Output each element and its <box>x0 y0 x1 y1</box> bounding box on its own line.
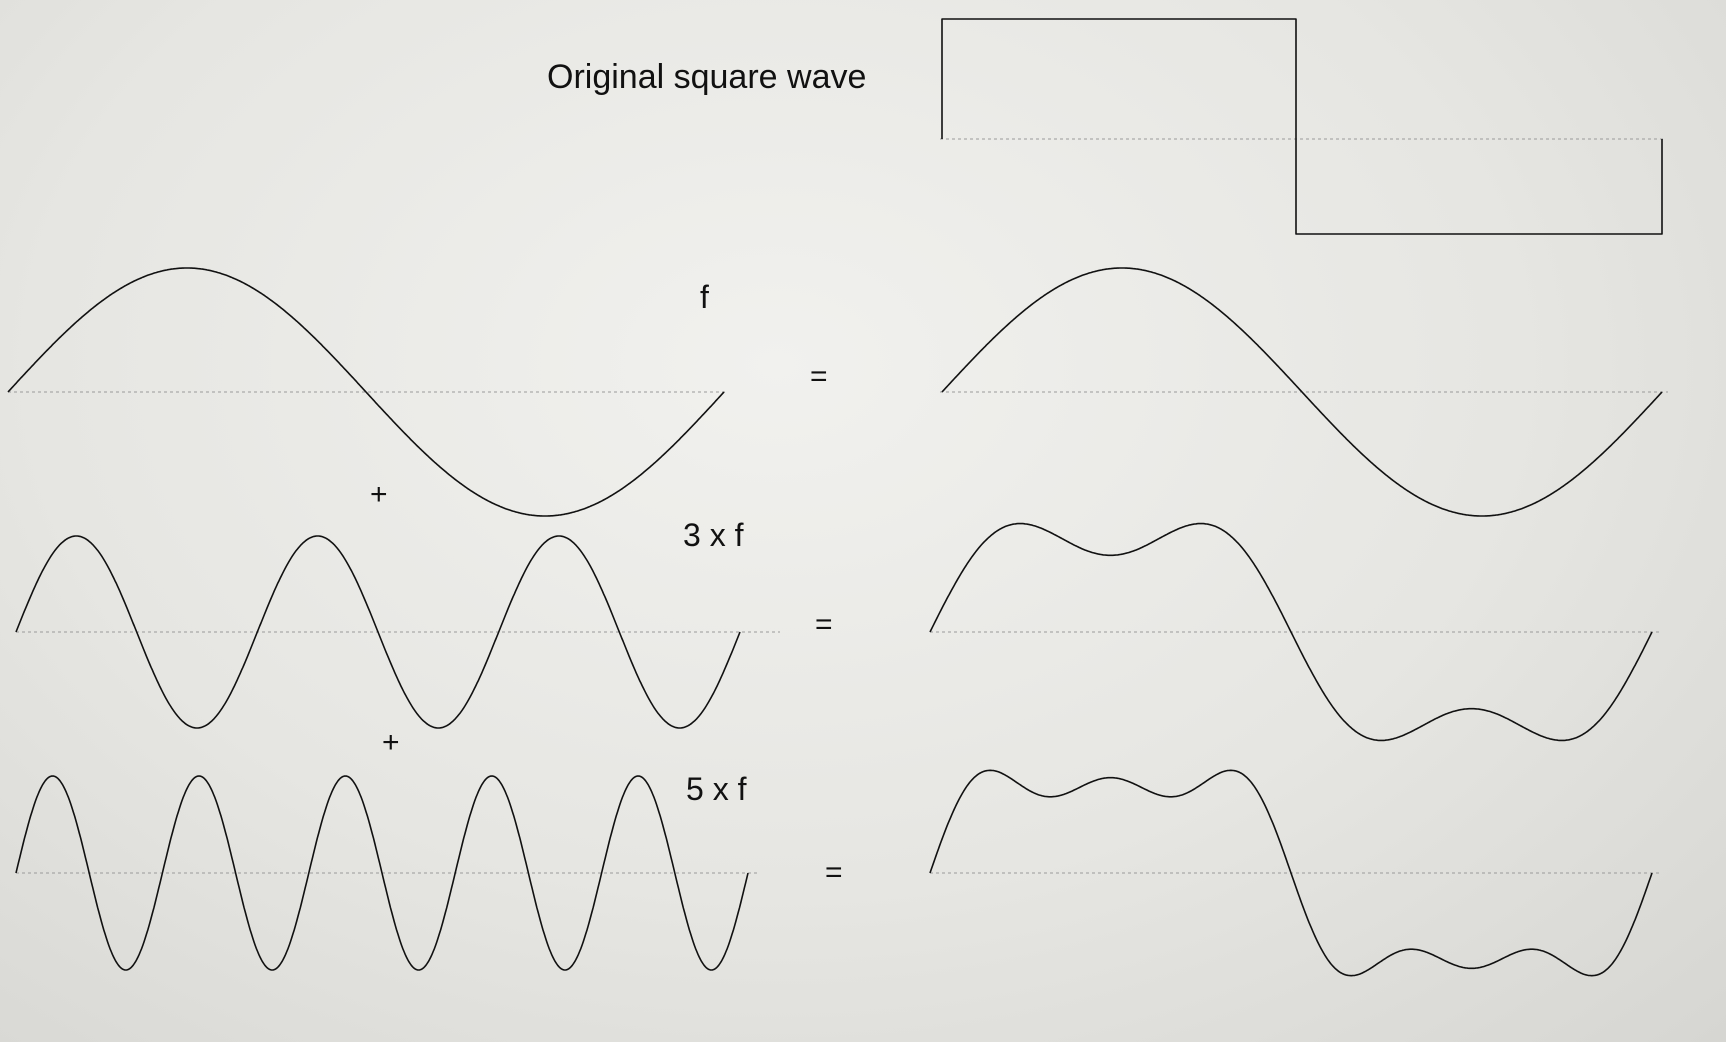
fifth-harmonic-sine-wave <box>15 775 749 971</box>
plus-sign-1: + <box>370 478 388 511</box>
five-f-label: 5 x f <box>686 771 747 807</box>
fundamental-sine-wave <box>7 267 725 517</box>
plus-sign-2: + <box>382 726 400 759</box>
original-square-wave-label: Original square wave <box>547 58 866 96</box>
sum-f-plus-3f-plus-5f-wave <box>929 769 1653 977</box>
sum-f-plus-3f-wave <box>929 522 1653 742</box>
sum-fundamental-wave <box>941 267 1663 517</box>
equals-sign-2: = <box>815 608 833 641</box>
f-label: f <box>700 279 709 315</box>
equals-sign-1: = <box>810 360 828 393</box>
third-harmonic-sine-wave <box>15 535 741 729</box>
equals-sign-3: = <box>825 856 843 889</box>
three-f-label: 3 x f <box>683 517 744 553</box>
original-square-wave <box>941 18 1663 235</box>
